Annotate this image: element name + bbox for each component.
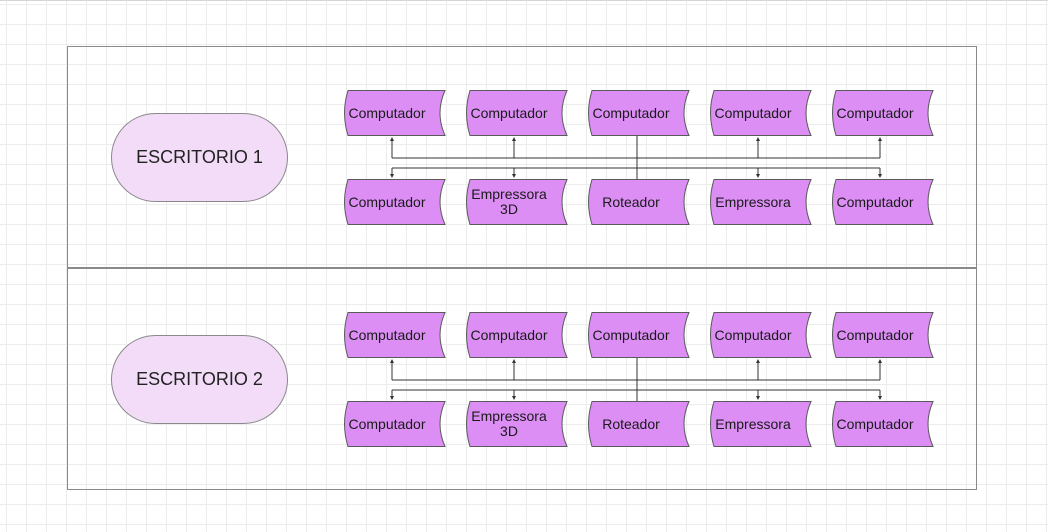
node-empressora-3d[interactable]: Empressora 3D [462,179,568,225]
stored-data-shape [466,312,568,358]
node-label: Computador [592,104,670,121]
node-computador[interactable]: Computador [584,312,690,358]
node-computador[interactable]: Computador [340,312,446,358]
connector-lines [390,136,882,179]
stored-data-shape [710,90,812,136]
node-label: Computador [836,326,914,343]
stored-data-shape [832,90,934,136]
arrow-head [878,359,882,363]
node-computador[interactable]: Computador [828,90,934,136]
stored-data-shape [710,401,812,447]
node-label: Computador [348,104,426,121]
node-label: Computador [714,326,792,343]
stored-data-shape [588,312,690,358]
stored-data-shape [588,179,690,225]
arrow-head [878,174,882,178]
stored-data-shape [832,312,934,358]
arrow-head [390,359,394,363]
stored-data-shape [710,179,812,225]
node-label: Computador [348,415,426,432]
stored-data-shape [832,401,934,447]
stored-data-shape [344,179,446,225]
node-computador[interactable]: Computador [340,179,446,225]
node-empressora[interactable]: Empressora [706,179,812,225]
node-empressora[interactable]: Empressora [706,401,812,447]
node-computador[interactable]: Computador [462,312,568,358]
node-roteador[interactable]: Roteador [584,401,690,447]
node-label: Computador [348,326,426,343]
node-empressora-3d[interactable]: Empressora 3D [462,401,568,447]
node-computador[interactable]: Computador [706,90,812,136]
node-computador[interactable]: Computador [340,401,446,447]
node-label: Computador [348,193,426,210]
node-label: Roteador [602,193,660,210]
node-computador[interactable]: Computador [462,90,568,136]
node-computador[interactable]: Computador [828,401,934,447]
stored-data-shape [466,90,568,136]
arrow-head [390,137,394,141]
arrow-head [878,137,882,141]
arrow-head [512,396,516,400]
arrow-head [390,174,394,178]
node-computador[interactable]: Computador [828,312,934,358]
node-roteador[interactable]: Roteador [584,179,690,225]
node-label: Computador [470,326,548,343]
node-computador[interactable]: Computador [706,312,812,358]
arrow-head [390,396,394,400]
arrow-head [756,174,760,178]
connector-lines [390,358,882,401]
node-computador[interactable]: Computador [340,90,446,136]
node-label: Computador [714,104,792,121]
stored-data-shape [344,90,446,136]
node-label: Empressora [715,415,791,432]
stored-data-shape [588,90,690,136]
arrow-head [512,359,516,363]
office-title-pill[interactable]: ESCRITORIO 2 [111,335,288,424]
node-label: Computador [836,193,914,210]
arrow-head [756,396,760,400]
stored-data-shape [466,401,568,447]
stored-data-shape [344,401,446,447]
node-computador[interactable]: Computador [828,179,934,225]
stored-data-shape [344,312,446,358]
node-label: Empressora [715,193,791,210]
node-label: Computador [470,104,548,121]
stored-data-shape [832,179,934,225]
stored-data-shape [588,401,690,447]
stored-data-shape [466,179,568,225]
node-label: Empressora 3D [471,408,547,439]
node-label: Empressora 3D [471,186,547,217]
node-computador[interactable]: Computador [584,90,690,136]
arrow-head [512,174,516,178]
arrow-head [512,137,516,141]
canvas-top-border [0,0,1048,1]
node-label: Computador [592,326,670,343]
node-label: Computador [836,415,914,432]
office-title-pill[interactable]: ESCRITORIO 1 [111,113,288,202]
node-label: Roteador [602,415,660,432]
node-label: Computador [836,104,914,121]
arrow-head [756,359,760,363]
stored-data-shape [710,312,812,358]
arrow-head [878,396,882,400]
arrow-head [756,137,760,141]
